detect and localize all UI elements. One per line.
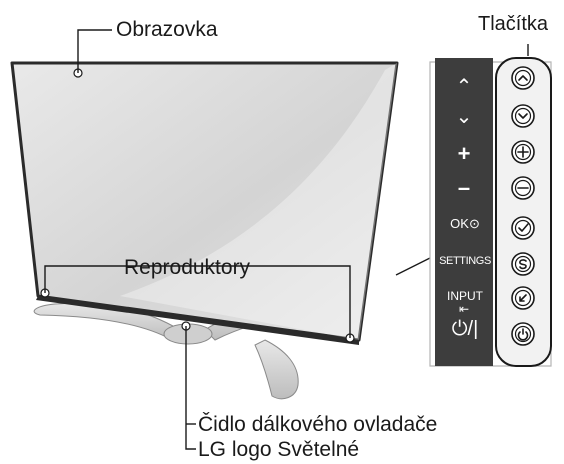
sensor-callout [185, 326, 196, 450]
ok-label-text: OK [450, 216, 469, 231]
panel-power-icon[interactable] [511, 322, 535, 346]
speakers-label: Reproduktory [124, 256, 251, 279]
chevron-down-icon[interactable]: ⌄ [455, 106, 473, 128]
settings-button-label[interactable]: SETTINGS [439, 255, 491, 267]
ok-dot-icon: ⊙ [468, 216, 480, 231]
tv-bottom-bezel [36, 296, 359, 345]
panel-settings-s-icon[interactable] [511, 252, 535, 276]
panel-input-arrow-icon[interactable] [511, 286, 535, 310]
panel-chevron-down-icon[interactable] [511, 104, 535, 128]
panel-ok-check-icon[interactable] [511, 216, 535, 240]
button-panel-light [495, 57, 552, 367]
sensor-label: Čidlo dálkového ovladače [198, 413, 438, 436]
panel-chevron-up-icon[interactable] [511, 66, 535, 90]
screen-label: Obrazovka [116, 18, 218, 41]
tv-body [10, 61, 399, 345]
chevron-up-icon[interactable]: ⌃ [455, 76, 473, 98]
buttons-callout [395, 257, 431, 276]
power-icon[interactable]: ⏻/| [451, 318, 479, 340]
screen-reflection [120, 63, 397, 340]
plus-button-label[interactable]: + [457, 141, 471, 166]
panel-plus-icon[interactable] [511, 140, 535, 164]
screen-callout [77, 29, 112, 73]
minus-button-label[interactable]: – [457, 175, 471, 200]
logo-label: LG logo Světelné [198, 438, 360, 461]
button-panel-dark [435, 58, 493, 366]
speakers-callout [44, 265, 351, 338]
callout-lines [44, 29, 529, 450]
panel-minus-icon[interactable] [511, 176, 535, 200]
ok-button-label[interactable]: OK⊙ [440, 216, 490, 232]
input-button-label[interactable]: INPUT [447, 289, 483, 303]
panel-icons [511, 66, 535, 346]
input-arrow-icon: ⇤ [458, 302, 470, 316]
buttons-label: Tlačítka [478, 13, 549, 35]
